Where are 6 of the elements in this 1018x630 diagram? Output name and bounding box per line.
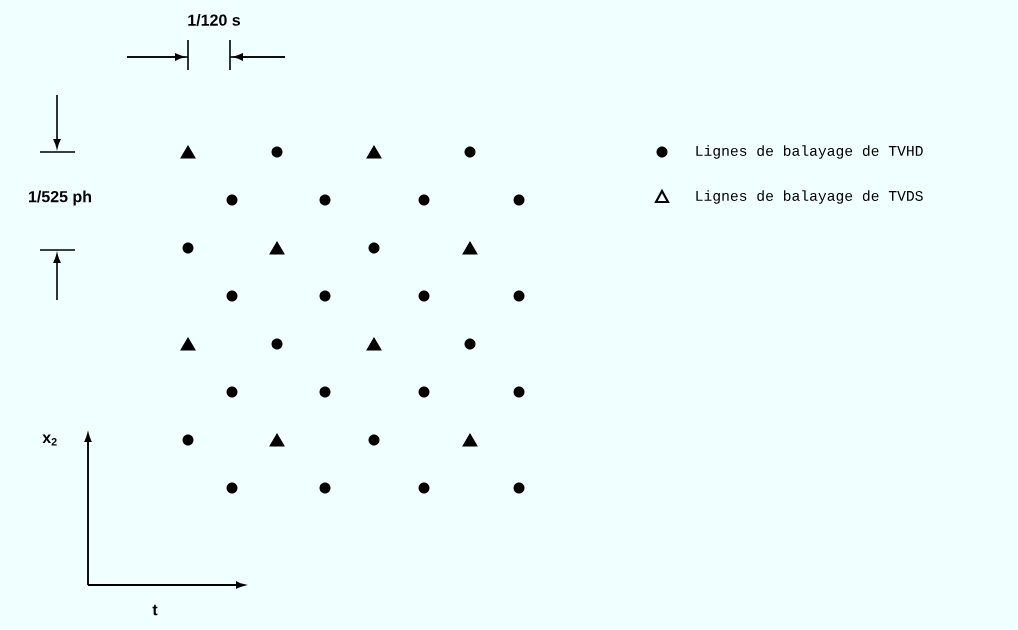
axis-label: x$_{2}$ [42,434,57,446]
dimension-label: 1/120 s [188,14,240,26]
legend-text: Lignes de balayage de TVDS [696,190,923,204]
dimension-label: 1/525 ph [29,190,91,206]
legend-text: Lignes de balayage de TVHD [696,145,923,159]
axis-label: t [152,604,158,616]
